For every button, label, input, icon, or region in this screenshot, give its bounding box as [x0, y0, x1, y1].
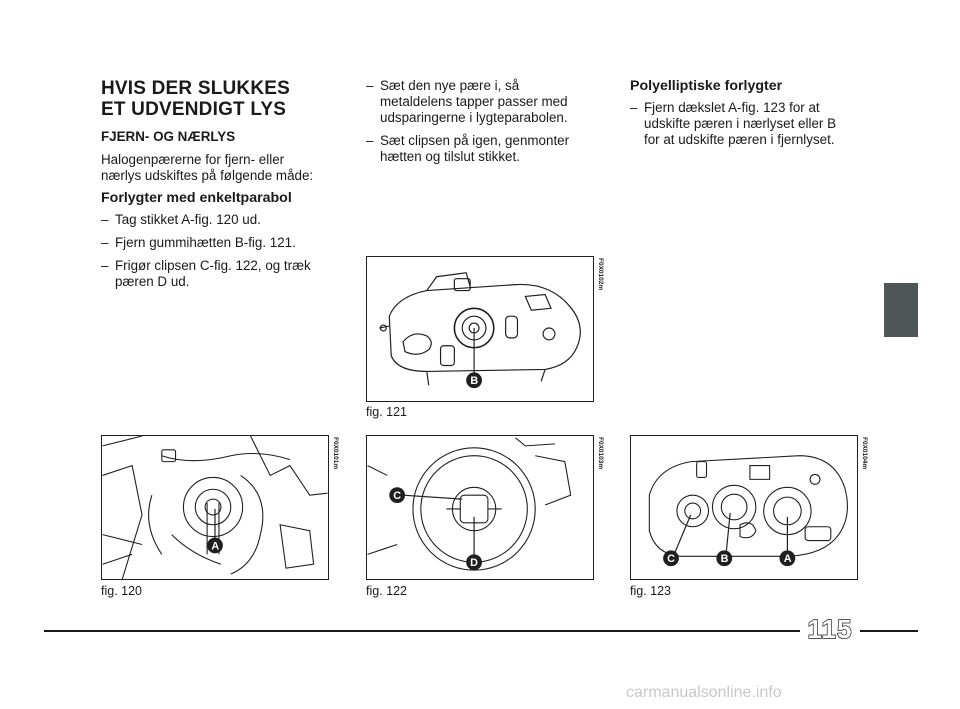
figure-code: F0X0102m	[597, 258, 604, 291]
intro-paragraph: Halogenpærerne for fjern- eller nærlys u…	[101, 152, 314, 183]
text-column-3: Polyelliptiske forlygter – Fjern dækslet…	[630, 78, 855, 155]
dash: –	[101, 258, 109, 273]
engine-bay-illustration: A	[102, 436, 328, 579]
label-c-marker	[663, 550, 679, 567]
list-item: – Frigør clipsen C-fig. 122, og træk pær…	[101, 258, 326, 290]
watermark: carmanualsonline.info	[626, 684, 782, 701]
label-b: B	[721, 553, 729, 565]
figure-120-engine-bay: A	[101, 435, 329, 580]
label-d-marker	[466, 554, 482, 571]
figure-122-bulb-clip: C D	[366, 435, 594, 580]
figure-caption: fig. 121	[366, 405, 408, 419]
list-item-text: Fjern gummihætten B-fig. 121.	[115, 235, 296, 250]
list-item: – Fjern gummihætten B-fig. 121.	[101, 235, 326, 251]
list-item: – Sæt clipsen på igen, genmonter hætten …	[366, 133, 591, 165]
list-item: – Fjern dækslet A-fig. 123 for at udskif…	[630, 100, 855, 148]
footer-rule-right	[860, 630, 918, 632]
dash: –	[366, 133, 374, 148]
dash: –	[101, 212, 109, 227]
figure-caption: fig. 123	[630, 584, 672, 598]
list-item-text: Fjern dækslet A-fig. 123 for at udskifte…	[644, 100, 837, 147]
label-b-marker	[466, 372, 482, 389]
page-number: 115	[807, 613, 853, 644]
heading-line-1: HVIS DER SLUKKES	[101, 78, 291, 99]
list-item-text: Tag stikket A-fig. 120 ud.	[115, 212, 261, 227]
text-column-2: – Sæt den nye pære i, så metaldelens tap…	[366, 78, 591, 172]
bulb-clip-illustration: C D	[367, 437, 572, 571]
list-item-text: Sæt den nye pære i, så metaldelens tappe…	[380, 78, 568, 125]
polyelliptic-headlamp-illustration: C B A	[648, 455, 849, 567]
label-a: A	[784, 553, 792, 565]
figure-code: F0X0101m	[332, 437, 339, 470]
figure-121-headlamp-rear: B	[366, 256, 594, 402]
label-d: D	[470, 557, 478, 569]
figure-caption: fig. 122	[366, 584, 408, 598]
text-column-1: HVIS DER SLUKKES ET UDVENDIGT LYS FJERN-…	[101, 78, 326, 297]
label-a-marker	[207, 537, 223, 554]
section-title-single-parabola: Forlygter med enkeltparabol	[101, 190, 292, 206]
list-item: – Tag stikket A-fig. 120 ud.	[101, 212, 326, 228]
figure-code: F0X0104m	[861, 437, 868, 470]
label-c-marker	[389, 487, 406, 504]
section-heading: HVIS DER SLUKKES ET UDVENDIGT LYS	[101, 78, 326, 120]
subheading: FJERN- OG NÆRLYS	[101, 129, 236, 144]
label-c: C	[393, 490, 401, 502]
label-b-marker	[716, 550, 733, 567]
figure-caption: fig. 120	[101, 584, 143, 598]
section-title-polyelliptic: Polyelliptiske forlygter	[630, 78, 783, 94]
label-b: B	[470, 375, 478, 387]
figure-code: F0X0103m	[597, 437, 604, 470]
list-item-text: Sæt clipsen på igen, genmonter hætten og…	[380, 133, 570, 164]
footer-rule-left	[44, 630, 800, 632]
list-item-text: Frigør clipsen C-fig. 122, og træk pæren…	[115, 258, 311, 289]
label-a-marker	[779, 550, 796, 567]
section-tab	[884, 283, 918, 337]
headlamp-rear-illustration: B	[379, 272, 581, 389]
label-a: A	[211, 540, 219, 552]
label-c: C	[667, 553, 675, 565]
dash: –	[101, 235, 109, 250]
dash: –	[630, 100, 638, 115]
list-item: – Sæt den nye pære i, så metaldelens tap…	[366, 78, 591, 126]
heading-line-2: ET UDVENDIGT LYS	[101, 99, 287, 120]
dash: –	[366, 78, 374, 93]
figure-123-polyelliptic-headlamp: C B A	[630, 435, 858, 580]
